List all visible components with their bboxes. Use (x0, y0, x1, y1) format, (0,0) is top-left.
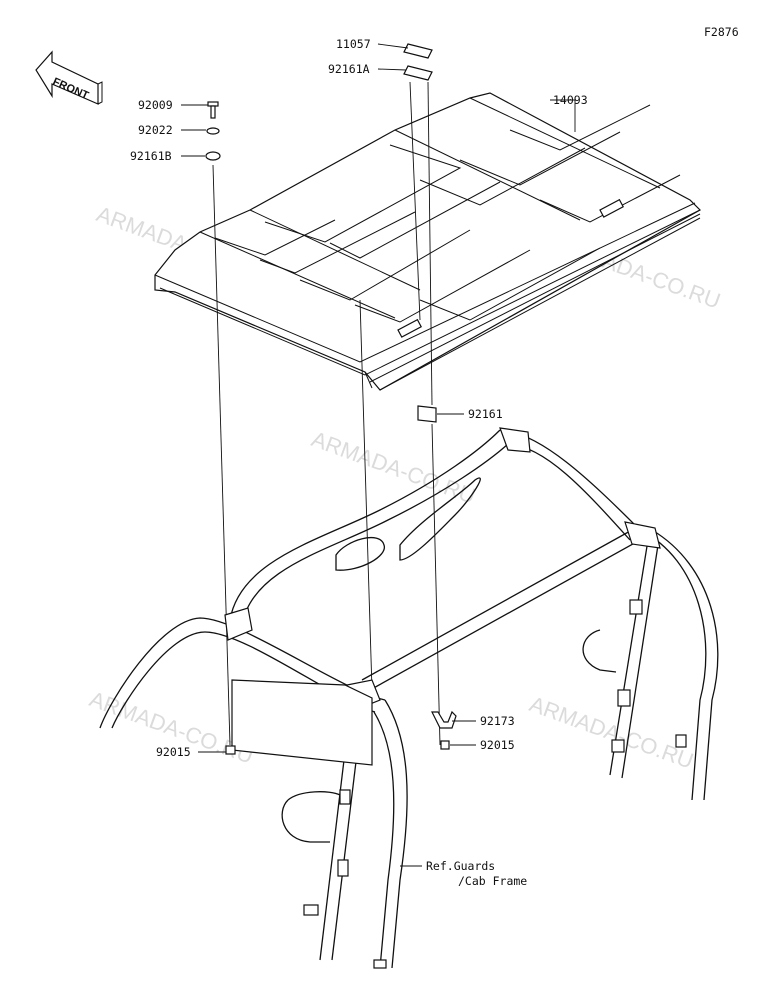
label-92161a: 92161A (328, 62, 370, 76)
assembly-lines (212, 81, 441, 746)
reference-line-2: /Cab Frame (458, 874, 527, 888)
clip-icon (431, 710, 457, 729)
label-92022: 92022 (138, 123, 173, 137)
pad-icon (417, 405, 437, 423)
label-14093: 14093 (553, 93, 588, 107)
roof-panel (154, 92, 701, 391)
label-92161b: 92161B (130, 149, 172, 163)
label-92173: 92173 (480, 714, 515, 728)
rear-panel (231, 679, 373, 766)
washer-icon (205, 151, 221, 161)
front-arrow-icon: FRONT (35, 50, 103, 105)
frame-bracket-icon (224, 607, 253, 641)
label-11057: 11057 (336, 37, 371, 51)
washer-icon (206, 127, 220, 135)
reference-line-1: Ref.Guards (426, 859, 495, 873)
fasteners-bottom (225, 710, 457, 755)
fasteners-top (205, 43, 437, 423)
leader-lines (181, 43, 576, 867)
label-92009: 92009 (138, 98, 173, 112)
figure-code: F2876 (704, 25, 739, 39)
label-92161: 92161 (468, 407, 503, 421)
frame-bracket-icon (499, 427, 531, 453)
cab-frame (99, 427, 719, 969)
part-labels: 11057 92161A 14093 92009 92022 92161B 92… (130, 37, 588, 888)
plate-icon (403, 43, 433, 59)
label-92015-right: 92015 (480, 738, 515, 752)
pad-icon (403, 65, 433, 81)
label-92015-left: 92015 (156, 745, 191, 759)
watermark-5: ARMADA-CO.RU (526, 691, 697, 773)
frame-bracket-icon (624, 521, 661, 549)
nut-icon (225, 745, 236, 755)
nut-icon (440, 740, 450, 750)
